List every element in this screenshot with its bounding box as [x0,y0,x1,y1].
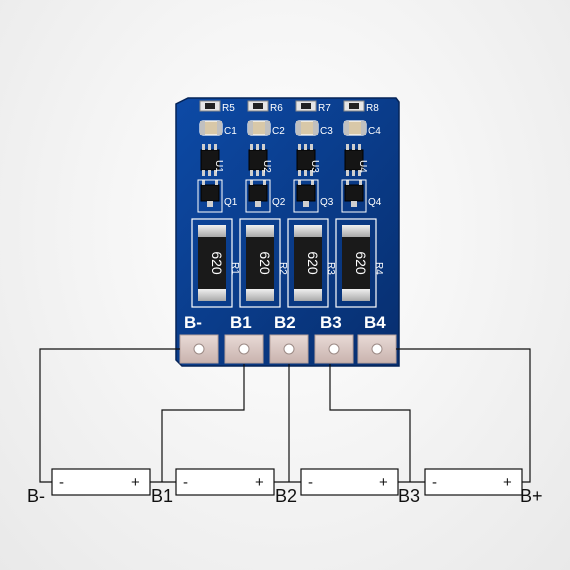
mosfet-4: Q4 [341,179,382,213]
ref-label-fet-4: Q4 [368,197,382,208]
protection-ic-1: U1 [200,144,224,176]
wire-b3 [329,364,411,482]
pad-label-b3: B3 [320,313,342,332]
terminal-label-b1: B1 [151,486,173,506]
ref-label-cap-1: C1 [224,126,237,137]
pad-b2 [269,334,309,364]
battery-cell-3: - + [300,468,399,496]
battery-cells: - + - + - + - + [51,468,523,496]
wire-b4 [396,348,531,483]
protection-ic-2: U2 [248,144,272,176]
cell-2-minus: - [183,474,188,491]
mosfet-3: Q3 [293,179,334,213]
ref-label-res-4: R4 [373,262,384,275]
pad-b-minus [179,334,219,364]
cell-2-plus: + [255,474,264,491]
capacitor-3: C3 [295,120,333,137]
ref-label-top-1: R5 [222,103,235,114]
ref-label-cap-3: C3 [320,126,333,137]
cell-3-plus: + [379,474,388,491]
balance-resistor-3: 620 R3 [287,218,336,308]
ref-label-cap-4: C4 [368,126,381,137]
balance-resistor-2: 620 R2 [239,218,288,308]
resistor-code-2: 620 [257,251,273,275]
mosfet-1: Q1 [197,179,238,213]
resistor-code-3: 620 [305,251,321,275]
wire-b1 [161,364,245,482]
top-resistor-row: R5 R6 R7 R8 [199,100,379,114]
balance-resistor-1: 620 R1 [191,218,240,308]
terminal-label-b-minus: B- [27,486,45,506]
capacitor-4: C4 [343,120,381,137]
ic-row: U1 U2 U3 U4 [200,144,368,176]
cell-4-plus: + [503,474,512,491]
ref-label-ic-1: U1 [213,160,224,173]
small-resistor-2: R6 [247,100,283,114]
ref-label-fet-2: Q2 [272,197,286,208]
small-resistor-3: R7 [295,100,331,114]
ref-label-fet-3: Q3 [320,197,334,208]
cell-4-minus: - [432,474,437,491]
capacitor-row: C1 C2 C3 C4 [199,120,381,137]
ref-label-top-2: R6 [270,103,283,114]
wire-b-minus [39,348,180,483]
resistor-code-1: 620 [209,251,225,275]
pad-label-b1: B1 [230,313,252,332]
small-resistor-1: R5 [199,100,235,114]
protection-ic-3: U3 [296,144,320,176]
pad-label-b2: B2 [274,313,296,332]
ref-label-top-4: R8 [366,103,379,114]
mosfet-2: Q2 [245,179,286,213]
terminal-label-b3: B3 [398,486,420,506]
ref-label-cap-2: C2 [272,126,285,137]
cell-1-plus: + [131,474,140,491]
pad-b1 [224,334,264,364]
small-resistor-4: R8 [343,100,379,114]
protection-ic-4: U4 [344,144,368,176]
mosfet-row: Q1 Q2 Q3 Q4 [197,179,382,213]
ref-label-top-3: R7 [318,103,331,114]
cell-3-minus: - [308,474,313,491]
wiring-diagram [39,348,531,483]
ref-label-ic-2: U2 [261,160,272,173]
ref-label-ic-3: U3 [309,160,320,173]
ref-label-res-1: R1 [229,262,240,275]
capacitor-1: C1 [199,120,237,137]
ref-label-fet-1: Q1 [224,197,238,208]
pad-b4 [357,334,397,364]
balance-resistor-4: 620 R4 [335,218,384,308]
ref-label-res-3: R3 [325,262,336,275]
ref-label-res-2: R2 [277,262,288,275]
terminal-label-b2: B2 [275,486,297,506]
ref-label-ic-4: U4 [357,160,368,173]
terminal-label-b-plus: B+ [520,486,543,506]
battery-cell-2: - + [175,468,275,496]
pad-label-b4: B4 [364,313,386,332]
pad-b3 [314,334,354,364]
battery-cell-4: - + [424,468,523,496]
pad-label-b-minus: B- [184,313,202,332]
solder-pads [179,334,397,364]
cell-1-minus: - [59,474,64,491]
battery-cell-1: - + [51,468,151,496]
balance-resistor-row: 620 R1 620 R2 620 R3 620 R4 [191,218,384,308]
capacitor-2: C2 [247,120,285,137]
resistor-code-4: 620 [353,251,369,275]
